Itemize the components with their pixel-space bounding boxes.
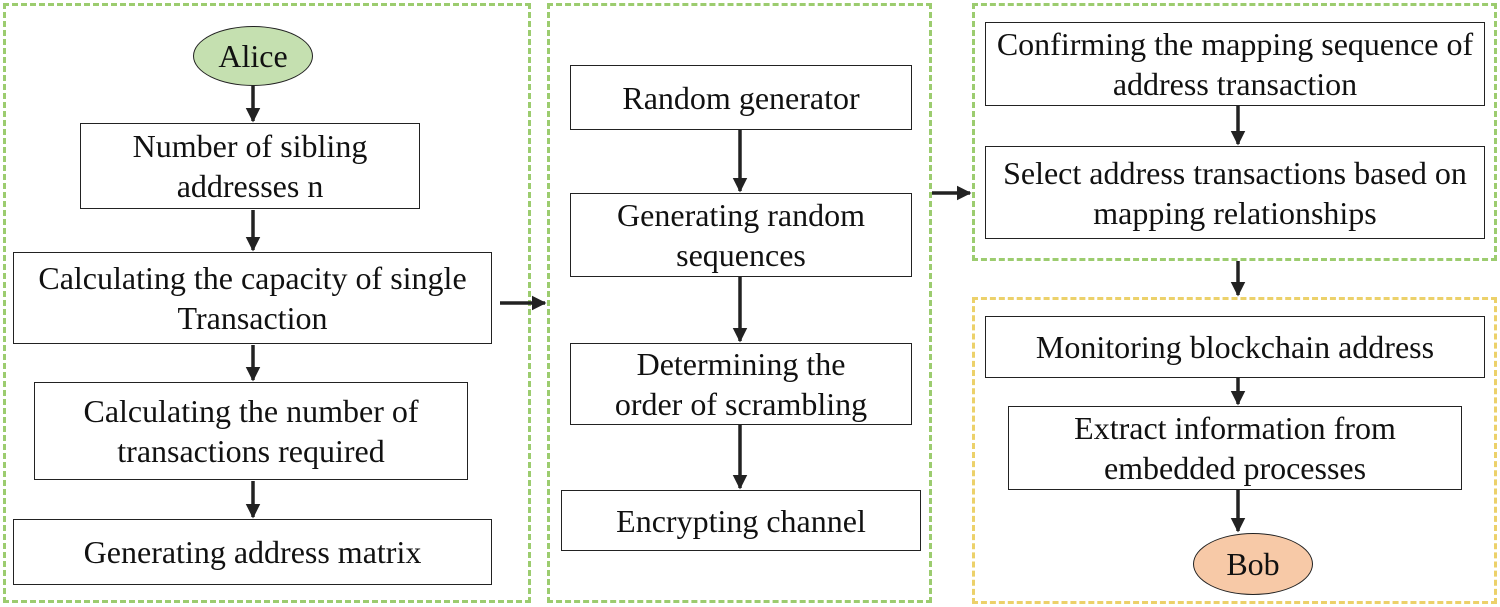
- bob-node: Bob: [1193, 533, 1313, 595]
- step-monitoring-address: Monitoring blockchain address: [985, 316, 1485, 378]
- step-extract-information: Extract information from embedded proces…: [1008, 406, 1462, 490]
- alice-node: Alice: [193, 26, 313, 86]
- step-transaction-capacity: Calculating the capacity of single Trans…: [13, 252, 492, 344]
- step-encrypting-channel: Encrypting channel: [561, 490, 921, 551]
- step-select-transactions: Select address transactions based on map…: [985, 146, 1485, 239]
- step-confirm-mapping: Confirming the mapping sequence of addre…: [985, 22, 1485, 106]
- step-sibling-addresses: Number of sibling addresses n: [80, 123, 420, 209]
- panel-random-scrambling: [547, 3, 932, 603]
- step-scrambling-order: Determining the order of scrambling: [570, 343, 912, 425]
- panel-address-mapping: [972, 3, 1497, 261]
- step-address-matrix: Generating address matrix: [13, 519, 492, 585]
- step-random-generator: Random generator: [570, 65, 912, 130]
- panel-bob-extraction: [972, 297, 1497, 604]
- step-transactions-required: Calculating the number of transactions r…: [34, 382, 468, 480]
- step-random-sequences: Generating random sequences: [570, 193, 912, 277]
